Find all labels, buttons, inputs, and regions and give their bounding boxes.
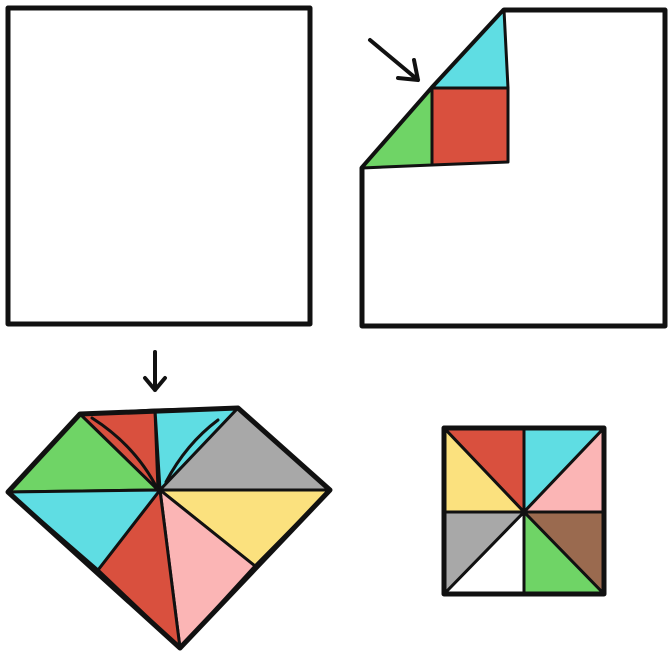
fold-flap-cyan: [432, 10, 508, 88]
step-4-pinwheel-square: [444, 428, 604, 594]
down-arrow-icon: [145, 352, 165, 390]
fold-flap-red: [432, 88, 508, 165]
folded-sheet: [362, 10, 665, 326]
step-3-diamond: [8, 352, 330, 648]
blank-square: [8, 8, 310, 324]
fold-flap-green: [362, 88, 432, 168]
fold-arrow-icon: [370, 40, 418, 80]
step-1-blank-square: [8, 8, 310, 324]
step-2-folded-corner: [362, 10, 665, 326]
